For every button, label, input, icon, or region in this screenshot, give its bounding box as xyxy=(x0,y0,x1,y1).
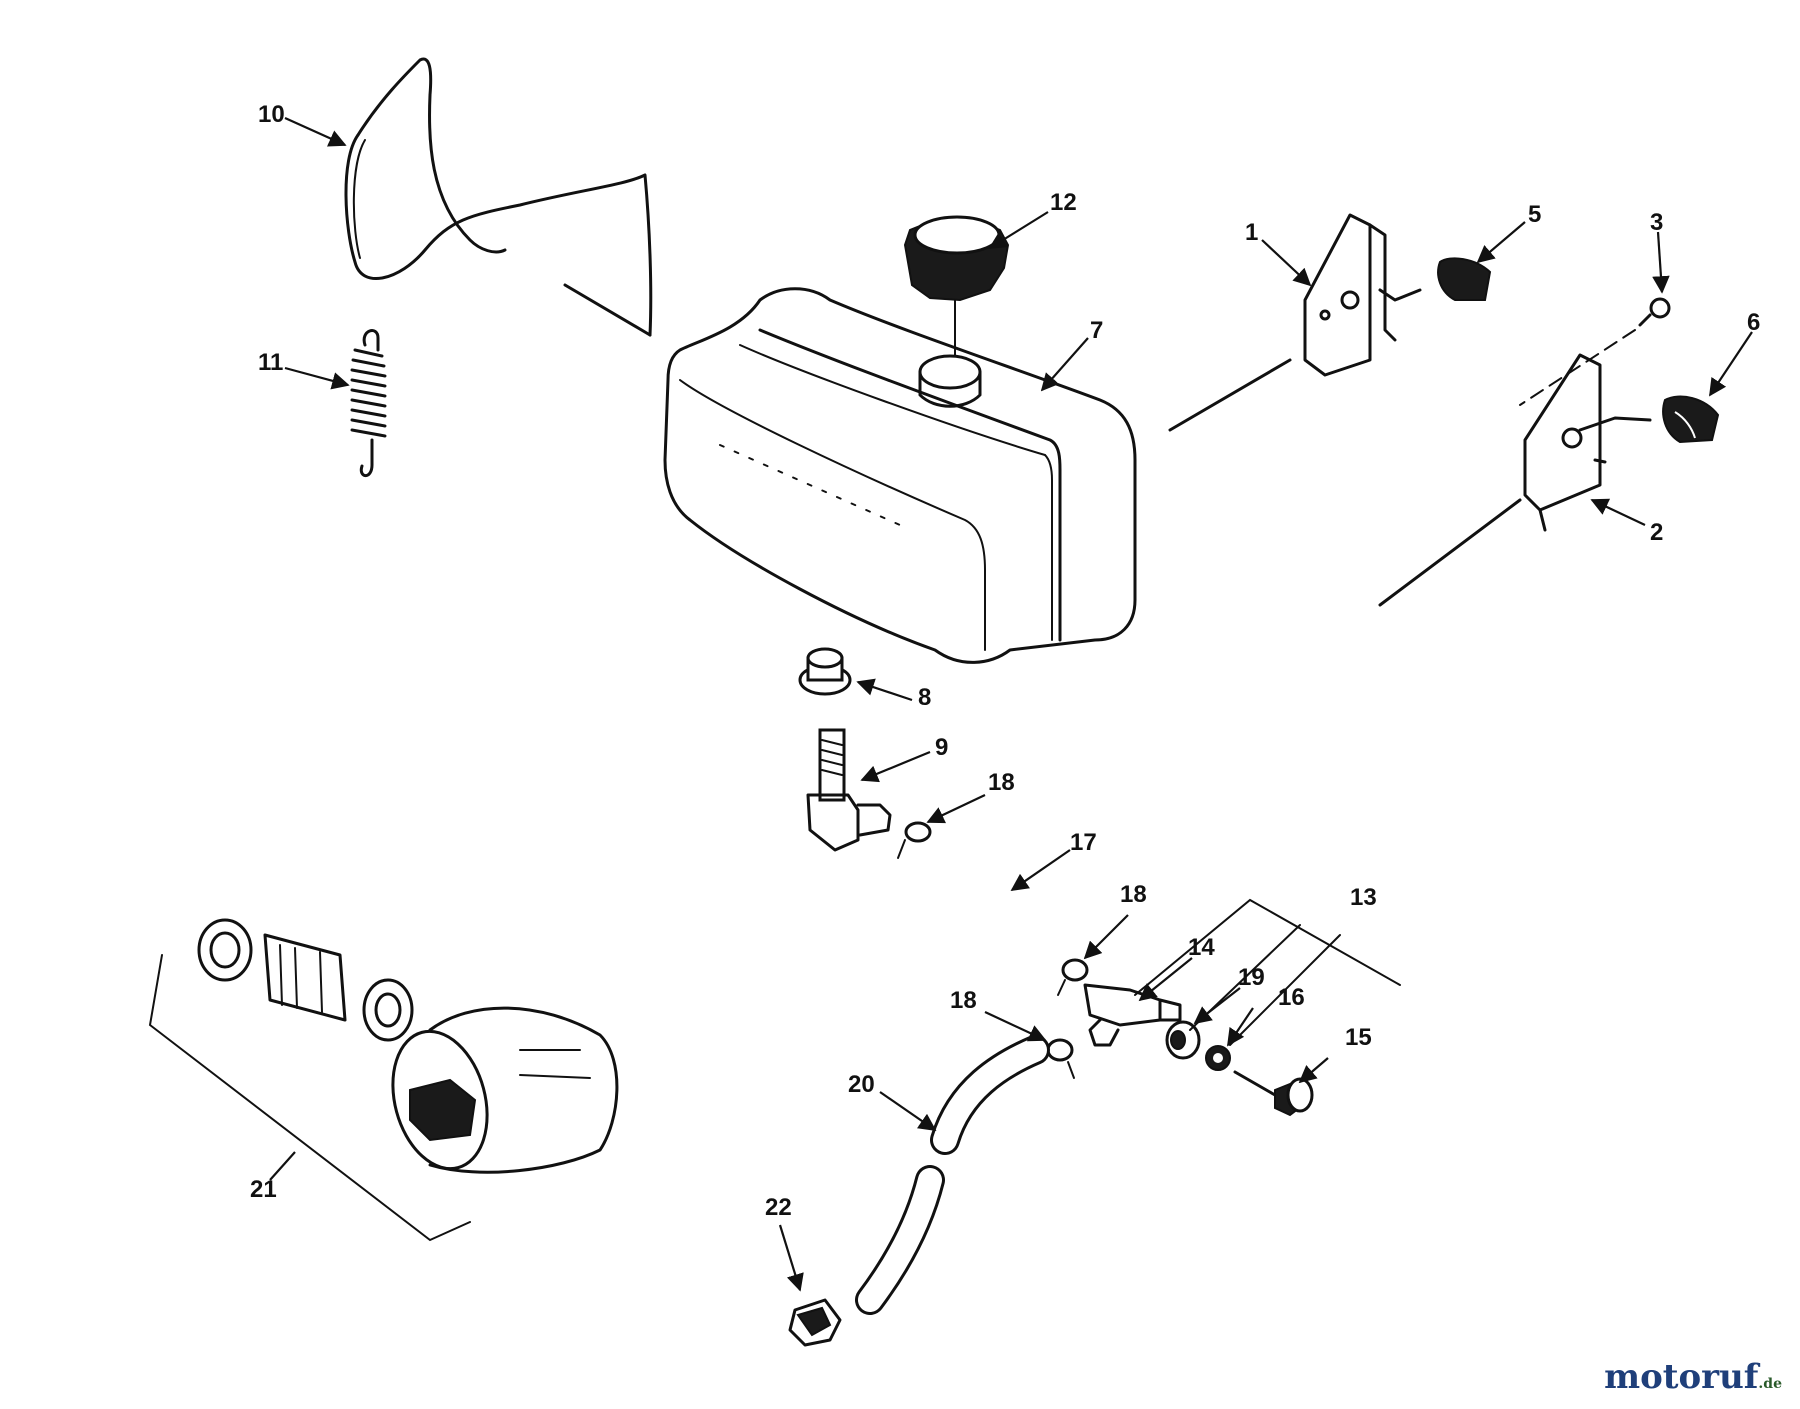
watermark-brand: motoruf xyxy=(1604,1357,1759,1397)
group-bracket-21 xyxy=(148,954,471,1242)
leader-2 xyxy=(1590,498,1646,526)
fuel-hose-upper xyxy=(926,836,1054,974)
callout-2: 2 xyxy=(1650,519,1663,546)
leader-20 xyxy=(879,1091,937,1132)
tension-spring xyxy=(350,329,387,478)
callout-18-middle: 18 xyxy=(1120,881,1147,908)
leader-18a xyxy=(926,794,986,824)
group-bracket-13-c xyxy=(1229,934,1341,1046)
grommet xyxy=(798,647,852,696)
callout-17: 17 xyxy=(1070,829,1097,856)
callout-16: 16 xyxy=(1278,984,1305,1011)
hose-clamp-upper xyxy=(897,821,932,859)
callout-11: 11 xyxy=(258,349,283,376)
watermark-suffix: .de xyxy=(1758,1376,1782,1392)
callout-10: 10 xyxy=(258,101,285,128)
callout-14: 14 xyxy=(1188,934,1215,961)
leader-19 xyxy=(1193,987,1241,1025)
callout-3: 3 xyxy=(1650,209,1663,236)
group-bracket-13 xyxy=(1134,898,1401,996)
control-knob-upper xyxy=(1437,257,1492,301)
leader-1 xyxy=(1261,239,1312,287)
shutoff-knob xyxy=(1233,1070,1314,1117)
choke-control-bracket xyxy=(1378,353,1652,607)
fuel-filter-assembly xyxy=(197,918,619,1174)
callout-5: 5 xyxy=(1528,201,1541,228)
callout-1: 1 xyxy=(1245,219,1258,246)
watermark-logo: motoruf.de xyxy=(1604,1357,1782,1397)
leader-18b xyxy=(1083,914,1129,960)
hose-clamp-lower xyxy=(1046,1038,1075,1079)
hose-clip xyxy=(788,1298,842,1347)
leader-3 xyxy=(1652,231,1670,294)
callout-7: 7 xyxy=(1090,317,1103,344)
screw-alignment-line xyxy=(1519,329,1636,406)
throttle-control-bracket xyxy=(1168,213,1422,432)
fuel-hose-lower xyxy=(855,1035,1050,1315)
leader-17 xyxy=(1010,849,1071,891)
callout-19: 19 xyxy=(1238,964,1265,991)
callout-18-upper: 18 xyxy=(988,769,1015,796)
leader-14 xyxy=(1138,957,1193,1002)
leader-18c xyxy=(984,1011,1047,1042)
control-knob-lower xyxy=(1662,395,1720,444)
elbow-fitting xyxy=(806,728,892,852)
leader-8 xyxy=(856,678,913,702)
fuel-tank xyxy=(663,287,1137,664)
screw xyxy=(1638,297,1671,327)
callout-6: 6 xyxy=(1747,309,1760,336)
hose-clamp-middle xyxy=(1057,958,1089,996)
leader-22 xyxy=(778,1224,804,1292)
callout-20: 20 xyxy=(848,1071,875,1098)
leader-11 xyxy=(284,366,350,390)
leader-16 xyxy=(1227,1007,1254,1047)
leader-12 xyxy=(988,211,1049,249)
callout-9: 9 xyxy=(935,734,948,761)
nut xyxy=(1205,1045,1231,1071)
leader-7 xyxy=(1040,337,1089,392)
leader-10 xyxy=(284,116,347,147)
tee-fitting xyxy=(1083,983,1182,1047)
callout-21: 21 xyxy=(250,1176,277,1203)
callout-8: 8 xyxy=(918,684,931,711)
leader-6 xyxy=(1709,331,1753,397)
callout-13: 13 xyxy=(1350,884,1377,911)
callout-12: 12 xyxy=(1050,189,1077,216)
callout-18-lower: 18 xyxy=(950,987,977,1014)
wire-bracket xyxy=(344,57,653,337)
leader-15 xyxy=(1298,1057,1329,1084)
leader-21 xyxy=(269,1151,296,1181)
spacer xyxy=(1165,1020,1201,1060)
callout-15: 15 xyxy=(1345,1024,1372,1051)
fuel-cap xyxy=(903,215,1010,361)
callout-22: 22 xyxy=(765,1194,792,1221)
leader-9 xyxy=(860,750,931,783)
leader-5 xyxy=(1476,221,1526,264)
